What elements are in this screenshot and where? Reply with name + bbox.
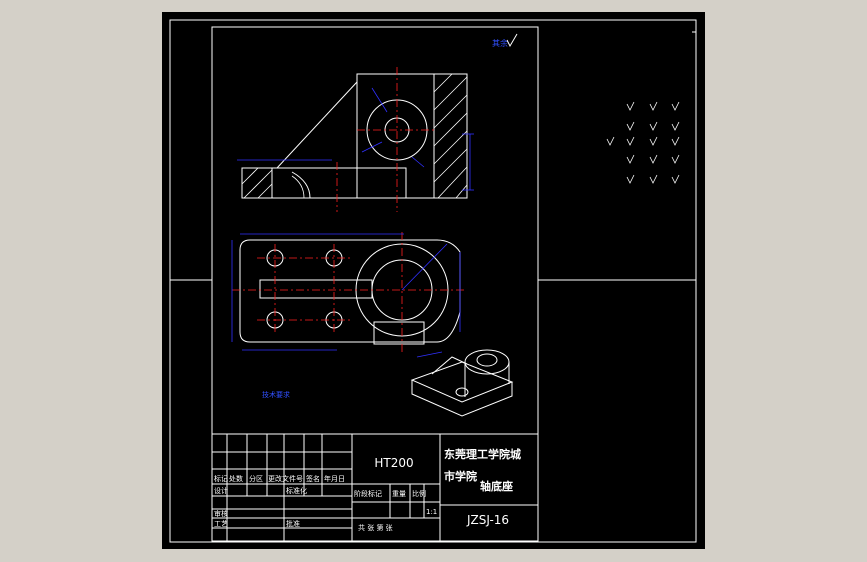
top-view (239, 239, 461, 345)
sheets-label: 共 张 第 张 (358, 523, 393, 532)
drawing-canvas: 其余 (169, 19, 697, 543)
stage-header-weight: 重量 (392, 490, 406, 498)
front-view-centerlines (336, 67, 437, 212)
svg-text:其余: 其余 (492, 38, 508, 48)
row-approve: 批准 (286, 519, 300, 528)
row-standard: 标准化 (286, 486, 307, 495)
top-view-dimensions (231, 233, 461, 358)
stage-header-scale: 比例 (412, 489, 426, 498)
title-block (211, 433, 539, 542)
school-name-line1: 东莞理工学院城 (444, 447, 521, 461)
rev-header-zone: 分区 (249, 474, 263, 483)
rev-header-count: 处数 (229, 474, 243, 483)
front-view-dimensions (237, 87, 474, 191)
front-view (241, 73, 468, 199)
isometric-view (410, 349, 514, 417)
stage-header-mark: 阶段标记 (354, 489, 382, 498)
rev-header-mark: 标记 (214, 474, 228, 483)
material-label: HT200 (374, 456, 413, 470)
top-view-centerlines (232, 232, 467, 352)
roughness-note: 其余 (492, 33, 518, 48)
tech-note: 技术要求 (262, 390, 290, 399)
drawing-sheet: 其余 (162, 12, 705, 549)
row-design: 设计 (214, 486, 228, 495)
roughness-legend (606, 101, 680, 184)
drawing-number: JZSJ-16 (466, 513, 509, 527)
outer-border (169, 19, 697, 543)
rev-header-docno: 更改文件号 (268, 474, 303, 483)
row-process: 工艺 (214, 520, 228, 528)
part-name: 轴底座 (480, 479, 513, 493)
rev-header-sign: 签名 (306, 474, 320, 483)
row-review: 审核 (214, 509, 228, 518)
school-name-line2: 市学院 (444, 469, 477, 483)
scale-value: 1:1 (426, 508, 437, 516)
rev-header-date: 年月日 (324, 474, 345, 483)
